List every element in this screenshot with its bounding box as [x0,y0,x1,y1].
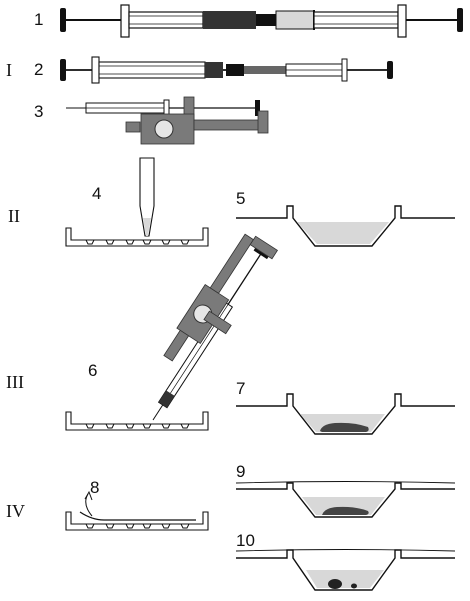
syringe-assembly-2 [60,56,393,84]
step-label-7: 7 [236,379,245,398]
section-label-4: IV [6,501,25,521]
step-label-8: 8 [90,478,99,497]
syringe-holder-3 [66,96,269,145]
well-section-10 [235,549,456,591]
tilted-holder-6 [65,233,278,431]
well-section-9 [235,481,456,518]
step-label-10: 10 [236,531,255,550]
section-label-1: I [6,60,12,80]
step-label-6: 6 [88,361,97,380]
well-section-7 [236,393,455,435]
step-label-2: 2 [34,60,43,79]
step-label-5: 5 [236,189,245,208]
section-label-3: III [6,372,24,392]
step-label-1: 1 [34,10,43,29]
well-section-5 [236,205,455,247]
plate-lift-8 [65,490,209,531]
step-label-9: 9 [236,462,245,481]
pipette-and-plate-4 [65,157,209,247]
step-label-4: 4 [92,184,101,203]
step-label-3: 3 [34,102,43,121]
section-label-2: II [8,206,20,226]
syringe-assembly-1 [60,4,463,38]
